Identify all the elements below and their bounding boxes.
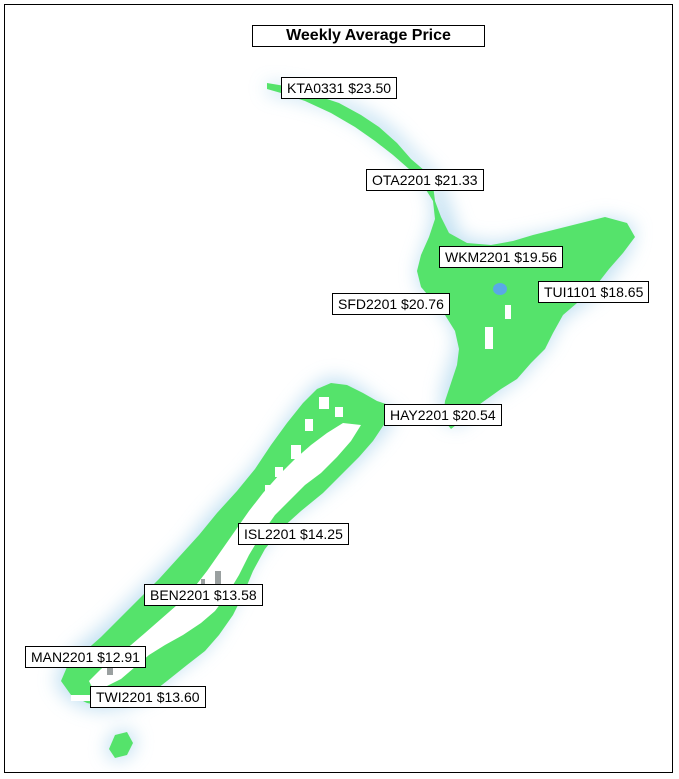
node-label-ota[interactable]: OTA2201 $21.33 <box>366 169 484 191</box>
node-label-ben[interactable]: BEN2201 $13.58 <box>144 584 263 606</box>
node-label-man[interactable]: MAN2201 $12.91 <box>25 646 146 668</box>
map-title: Weekly Average Price <box>252 25 485 47</box>
node-label-twi[interactable]: TWI2201 $13.60 <box>90 686 206 708</box>
lake-taupo <box>493 283 507 295</box>
map-frame: Weekly Average Price KTA0331 $23.50 OTA2… <box>4 4 673 773</box>
node-label-isl[interactable]: ISL2201 $14.25 <box>238 523 349 545</box>
stewart-island <box>109 732 133 758</box>
southern-alps <box>89 423 361 689</box>
node-label-sfd[interactable]: SFD2201 $20.76 <box>332 293 450 315</box>
node-label-kta[interactable]: KTA0331 $23.50 <box>281 77 398 99</box>
node-label-tui[interactable]: TUI1101 $18.65 <box>538 281 650 303</box>
node-label-hay[interactable]: HAY2201 $20.54 <box>384 404 502 426</box>
highland-patches <box>71 305 511 701</box>
node-label-wkm[interactable]: WKM2201 $19.56 <box>439 246 564 268</box>
